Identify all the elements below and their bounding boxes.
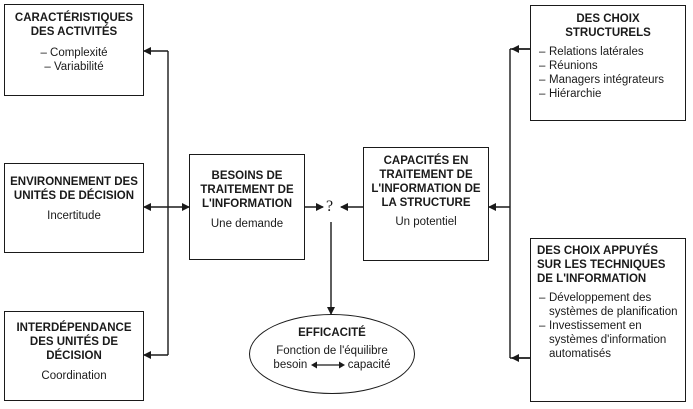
interdependence-sub: Coordination bbox=[41, 370, 107, 382]
double-arrow-icon bbox=[310, 361, 345, 369]
box-structural: DES CHOIX STRUCTURELS Relations latérale… bbox=[530, 5, 686, 121]
structural-item-2: Managers intégrateurs bbox=[537, 73, 679, 87]
structural-item-1: Réunions bbox=[537, 59, 679, 73]
box-environment: ENVIRONNEMENT DES UNITÉS DE DÉCISION Inc… bbox=[4, 163, 144, 253]
efficiency-title: EFFICACITÉ bbox=[298, 327, 366, 339]
interdependence-title: INTERDÉPENDANCE DES UNITÉS DE DÉCISION bbox=[16, 322, 132, 362]
activities-item-1: – Variabilité bbox=[44, 61, 104, 73]
question-mark: ? bbox=[326, 198, 334, 215]
box-interdependence: INTERDÉPENDANCE DES UNITÉS DE DÉCISION C… bbox=[4, 311, 144, 401]
techniques-item-0: Développement des systèmes de planificat… bbox=[537, 291, 679, 319]
efficiency-line1: Fonction de l'équilibre bbox=[276, 345, 388, 357]
capacities-title: CAPACITÉS EN TRAITEMENT DE L'INFORMATION… bbox=[371, 155, 481, 209]
techniques-title: DES CHOIX APPUYÉS SUR LES TECHNIQUES DE … bbox=[537, 245, 666, 285]
environment-sub: Incertitude bbox=[47, 210, 101, 222]
needs-sub: Une demande bbox=[210, 218, 284, 230]
box-techniques: DES CHOIX APPUYÉS SUR LES TECHNIQUES DE … bbox=[530, 238, 686, 402]
environment-title: ENVIRONNEMENT DES UNITÉS DE DÉCISION bbox=[10, 176, 138, 202]
techniques-item-1: Investissement en systèmes d'information… bbox=[537, 319, 679, 361]
capacities-sub: Un potentiel bbox=[395, 216, 457, 228]
box-needs: BESOINS DE TRAITEMENT DE L'INFORMATION U… bbox=[189, 154, 305, 260]
efficiency-right-word: capacité bbox=[347, 359, 391, 371]
activities-title: CARACTÉRISTIQUES DES ACTIVITÉS bbox=[14, 12, 134, 38]
structural-title: DES CHOIX STRUCTURELS bbox=[565, 13, 651, 39]
efficiency-left-word: besoin bbox=[273, 359, 308, 371]
ellipse-efficiency: EFFICACITÉ Fonction de l'équilibre besoi… bbox=[249, 314, 415, 394]
needs-title: BESOINS DE TRAITEMENT DE L'INFORMATION bbox=[200, 170, 294, 210]
activities-item-0: – Complexité bbox=[40, 47, 108, 59]
box-capacities: CAPACITÉS EN TRAITEMENT DE L'INFORMATION… bbox=[363, 147, 489, 261]
efficiency-balance: besoin capacité bbox=[250, 358, 414, 372]
box-activities: CARACTÉRISTIQUES DES ACTIVITÉS – Complex… bbox=[4, 4, 144, 96]
structural-item-3: Hiérarchie bbox=[537, 87, 679, 101]
structural-item-0: Relations latérales bbox=[537, 45, 679, 59]
